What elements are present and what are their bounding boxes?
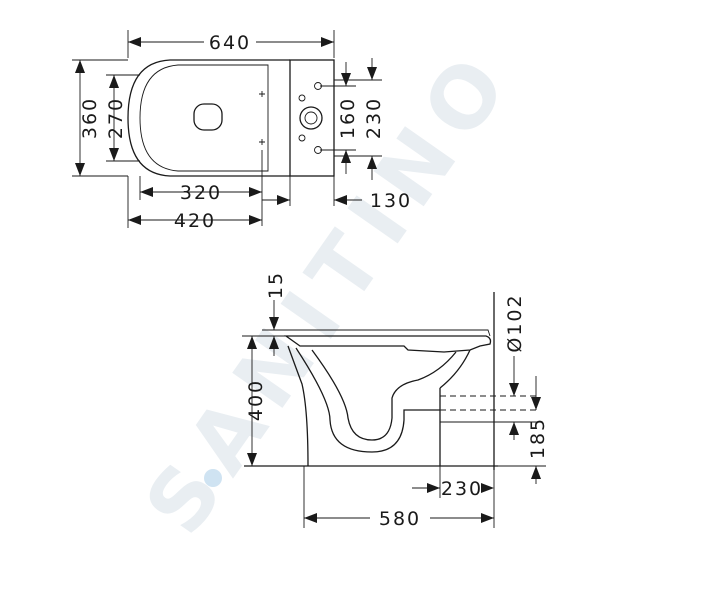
top-view: 640 360 270 320 420 130 <box>72 30 412 232</box>
dim-130-label: 130 <box>370 190 412 212</box>
fixing-crosses <box>259 91 265 145</box>
dim-360-label: 360 <box>79 97 101 139</box>
valve-inner-circle <box>304 111 318 125</box>
dim-230-side-label: 230 <box>441 478 483 500</box>
trapway-inner <box>311 349 457 441</box>
rim-outline <box>283 335 492 353</box>
cistern-fixing-holes <box>298 82 322 154</box>
dim-580-label: 580 <box>379 508 421 530</box>
watermark-drop-icon <box>204 469 222 487</box>
dim-420-label: 420 <box>174 210 216 232</box>
dim-320-label: 320 <box>180 182 222 204</box>
bowl-rear-upper <box>439 349 471 389</box>
dim-diameter-label: Ø102 <box>504 293 526 352</box>
cistern-outline <box>289 59 335 177</box>
dim-400-label: 400 <box>245 379 267 421</box>
dim-640-label: 640 <box>209 32 251 54</box>
side-view: 15 400 Ø102 185 230 <box>242 271 549 530</box>
bowl-outline <box>127 59 290 177</box>
dim-230-top-label: 230 <box>363 97 385 139</box>
dim-15-label: 15 <box>265 271 287 299</box>
seat-hinge <box>448 329 491 337</box>
valve-circle <box>299 106 323 130</box>
dim-270-label: 270 <box>105 97 127 139</box>
watermark: SANITINO <box>126 29 533 552</box>
watermark-text: SANITINO <box>126 29 533 552</box>
bowl-front <box>287 345 309 467</box>
drain-hole <box>193 103 223 131</box>
bowl-rim <box>139 64 269 172</box>
dim-160-label: 160 <box>337 97 359 139</box>
dim-185-label: 185 <box>527 417 549 459</box>
trapway-outer <box>295 347 440 453</box>
